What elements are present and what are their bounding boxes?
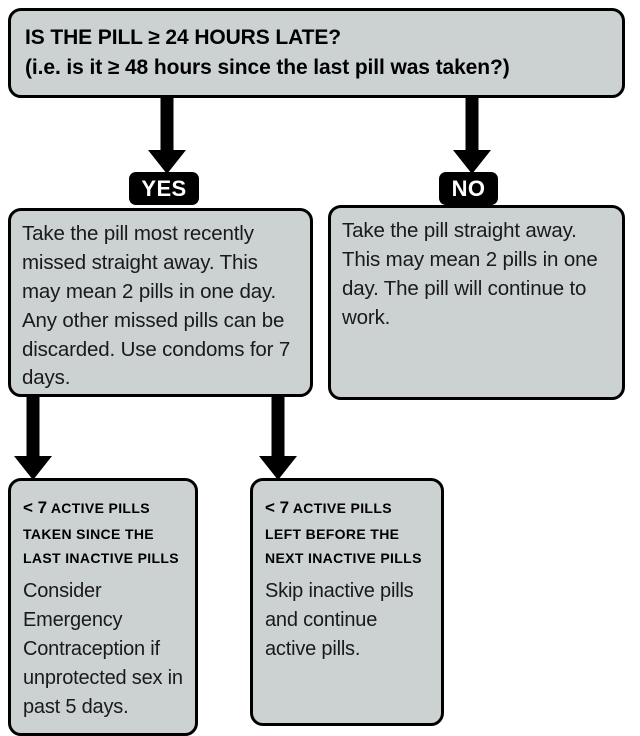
question-line-2: (i.e. is it ≥ 48 hours since the last pi… [25, 55, 510, 79]
arrow-question-to-no [453, 96, 491, 174]
no-answer-text: Take the pill straight away. This may me… [342, 219, 598, 329]
outcome-text-skip-inactive-pills: Skip inactive pills and continue active … [265, 580, 414, 661]
arrow-head [14, 456, 52, 480]
arrow-head [259, 456, 297, 480]
outcome-heading-active-pills-taken: < 7 ACTIVE PILLS TAKEN SINCE THE LAST IN… [23, 493, 185, 570]
question-line-1: IS THE PILL ≥ 24 HOURS LATE? [25, 26, 341, 49]
no-answer-node: Take the pill straight away. This may me… [328, 205, 625, 400]
arrow-yes-to-skip-inactive [259, 394, 297, 480]
outcome-heading-rest: ACTIVE PILLS TAKEN SINCE THE LAST INACTI… [23, 500, 179, 567]
outcome-text-emergency-contraception: Consider Emergency Contraception if unpr… [23, 580, 183, 719]
badge-no: NO [439, 172, 498, 205]
question-node: IS THE PILL ≥ 24 HOURS LATE? (i.e. is it… [8, 8, 625, 98]
outcome-heading-active-pills-left: < 7 ACTIVE PILLS LEFT BEFORE THE NEXT IN… [265, 493, 431, 570]
outcome-node-emergency-contraception: < 7 ACTIVE PILLS TAKEN SINCE THE LAST IN… [8, 478, 198, 736]
yes-answer-node: Take the pill most recently missed strai… [8, 208, 313, 397]
outcome-node-skip-inactive-pills: < 7 ACTIVE PILLS LEFT BEFORE THE NEXT IN… [250, 478, 444, 726]
outcome-heading-prefix: < 7 [23, 498, 48, 517]
yes-answer-text: Take the pill most recently missed strai… [22, 222, 291, 390]
arrow-shaft [160, 96, 174, 152]
arrow-head [453, 150, 491, 174]
arrow-shaft [271, 394, 285, 458]
arrow-yes-to-emergency-contraception [14, 394, 52, 480]
outcome-heading-rest: ACTIVE PILLS LEFT BEFORE THE NEXT INACTI… [265, 500, 422, 567]
arrow-shaft [26, 394, 40, 458]
arrow-question-to-yes [148, 96, 186, 174]
outcome-heading-prefix: < 7 [265, 498, 290, 517]
badge-yes: YES [129, 172, 199, 205]
arrow-head [148, 150, 186, 174]
arrow-shaft [465, 96, 479, 152]
